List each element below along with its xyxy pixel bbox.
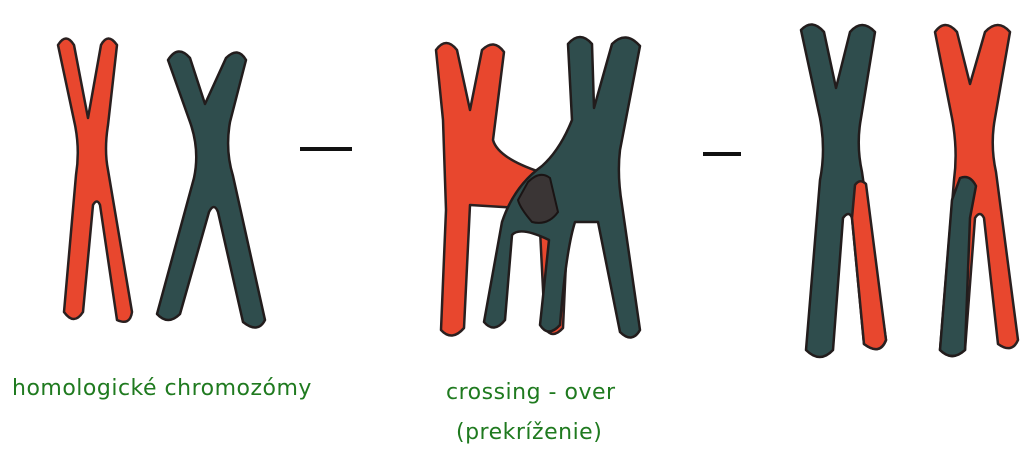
transition-dash-2 xyxy=(703,152,741,156)
recombined-red-segment xyxy=(852,181,886,349)
transition-dash-1 xyxy=(300,147,352,151)
label-prekrizenie: (prekríženie) xyxy=(456,420,602,445)
crossing-over-pair xyxy=(436,37,640,338)
homologous-pair xyxy=(58,39,265,328)
label-homologous-chromosomes: homologické chromozómy xyxy=(12,376,312,401)
red-chromosome xyxy=(58,39,132,322)
label-crossing-over: crossing - over xyxy=(446,380,616,405)
teal-chromosome xyxy=(157,51,265,327)
recombined-pair xyxy=(801,24,1018,357)
